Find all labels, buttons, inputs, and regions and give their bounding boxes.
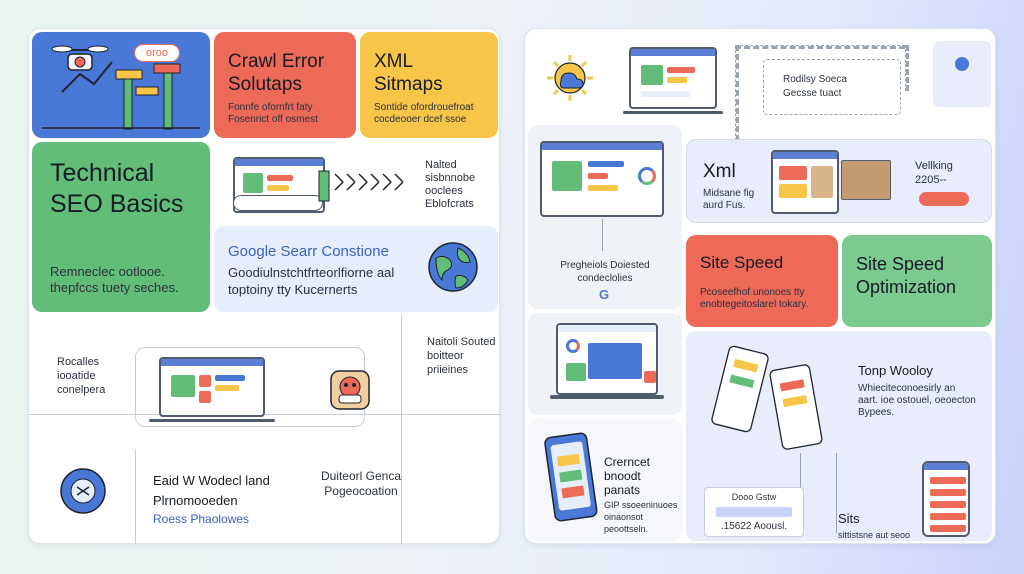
- xml-sitemaps-title: XML Sitmaps: [374, 51, 443, 95]
- cremcet-text: GIP ssoeeninuoes oinaonsot peoottseln.: [604, 500, 678, 534]
- vellking-button[interactable]: [919, 192, 969, 206]
- top-right-dot: [955, 57, 969, 71]
- right-infographic-panel: Rodilsy Soeca Gecsse tuact Pregheiols Do…: [524, 28, 996, 544]
- google-g-icon: G: [598, 287, 610, 302]
- dooo-value: .15622 Aoousl.: [720, 521, 788, 532]
- site-speed-opt-tile: Site Speed Optimization: [842, 235, 992, 327]
- xml-title: Xml: [703, 161, 736, 182]
- recalles-text: Rocalles iooatide conelpera: [57, 356, 106, 396]
- smartphone-icon: [544, 432, 598, 522]
- rank-badge-text: oroo: [145, 47, 169, 59]
- eaid-title: Eaid W Wodecl land Plrnomooeden: [153, 473, 270, 508]
- drone-tile: oroo: [32, 32, 210, 138]
- pregheiols-text: Pregheiols Doiested condeclolies: [560, 260, 650, 284]
- sits-text: sittistsne aut seoo ocsitits.: [838, 530, 911, 540]
- vellking-sub: 2205--: [915, 174, 947, 186]
- cremcet-title: Crerncet bnoodt panats: [604, 455, 651, 497]
- site-speed-tile: Site Speed Pcoseefhof unonoes tty enobte…: [686, 235, 838, 327]
- technical-seo-text: Remneclec ootlooe. thepfccs tuety seches…: [50, 264, 179, 295]
- duiteori-text: Duiteorl Genca Pogeocoation: [320, 469, 402, 498]
- top-right-card: [933, 41, 991, 107]
- list-phone: [922, 461, 970, 537]
- xml-text: Midsane fig aurd Fus.: [703, 188, 755, 211]
- technical-seo-title: Technical SEO Basics: [50, 159, 184, 218]
- phones-illustration: [711, 345, 823, 450]
- xml-tile: Xml Midsane fig aurd Fus. Vellking 2205-…: [686, 139, 992, 223]
- crawl-error-text: Fonnfe ofornfrt faty Fosenrict off osmes…: [228, 102, 318, 125]
- tonp-text: Whieciteconoesirly an aart. ioe ostouel,…: [858, 383, 976, 418]
- site-speed-text: Pcoseefhof unonoes tty enobtegeitoslarel…: [700, 287, 809, 310]
- drone-icon: [42, 45, 200, 130]
- sits-title: Sits: [838, 511, 860, 526]
- google-console-text: Goodiulnstchtfrteorlfiorne aal toptoiny …: [228, 265, 395, 297]
- xml-sitemaps-tile: XML Sitmaps Sontide ofordrouefroat cocde…: [360, 32, 498, 138]
- technical-seo-tile: Technical SEO Basics Remneclec ootlooe. …: [32, 142, 210, 312]
- google-console-title: Google Searr Constione: [228, 243, 389, 260]
- flow-text: Nalted sisbnnobe ooclees Eblofcrats: [425, 159, 476, 210]
- xml-sitemaps-text: Sontide ofordrouefroat cocdeooer dcef ss…: [374, 102, 474, 125]
- crawl-toolbar: [233, 195, 323, 211]
- arrows-icon: [318, 170, 404, 202]
- crawl-error-tile: Crawl Error Solutaps Fonnfe ofornfrt fat…: [214, 32, 356, 138]
- google-console-tile: Google Searr Constione Goodiulnstchtfrte…: [214, 226, 498, 312]
- nalioli-text: Naitoli Souted boitteor priieines: [427, 336, 496, 376]
- tonp-tile: Tonp Wooloy Whieciteconoesirly an aart. …: [686, 331, 992, 541]
- dooo-bar: [716, 507, 792, 517]
- bug-icon: [330, 370, 370, 410]
- xml-monitor: [771, 150, 839, 214]
- left-infographic-panel: oroo Crawl Error Solutaps Fonnfe ofornfr…: [28, 28, 501, 544]
- crawl-error-title: Crawl Error Solutaps: [228, 51, 325, 95]
- rodile-text: Rodilsy Soeca Gecsse tuact: [783, 74, 847, 99]
- eaid-link[interactable]: Roess Phaolowes: [153, 512, 250, 526]
- dooo-title: Dooo Gstw: [731, 492, 777, 502]
- rank-badge: [134, 44, 180, 62]
- pregheiols-monitor: [540, 141, 664, 217]
- top-monitor: [629, 47, 717, 109]
- laptop-tile: [528, 313, 682, 415]
- site-speed-title: Site Speed: [700, 253, 784, 272]
- gear-icon: [60, 468, 106, 514]
- tonp-title: Tonp Wooloy: [858, 363, 933, 378]
- site-speed-opt-title: Site Speed Optimization: [856, 254, 957, 297]
- vellking-title: Vellking: [915, 160, 953, 172]
- pregheiols-tile: Pregheiols Doiested condeclolies G: [528, 125, 682, 309]
- phone-tile: Crerncet bnoodt panats GIP ssoeeninuoes …: [528, 419, 682, 541]
- globe-icon: [428, 242, 478, 292]
- sun-cloud-icon: [547, 55, 593, 101]
- center-monitor: [159, 357, 265, 417]
- laptop-screen: [556, 323, 658, 395]
- xml-connector: [841, 160, 891, 200]
